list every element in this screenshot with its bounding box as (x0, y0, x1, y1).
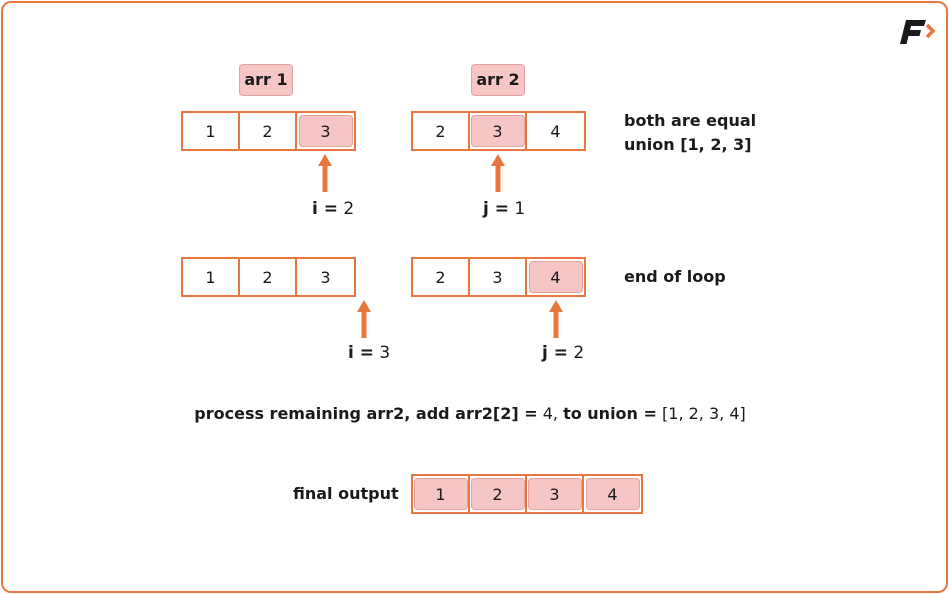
step1-pointer-i: i = 2 (312, 199, 355, 219)
step2-arr1-cell: 2 (240, 259, 297, 295)
up-arrow-icon (549, 300, 563, 338)
step2-note: end of loop (624, 267, 726, 286)
final-output-label: final output (293, 484, 399, 503)
step2-arr2: 2 3 4 (411, 257, 586, 297)
final-output-cell: 4 (584, 476, 641, 512)
step1-arr1-cell: 2 (240, 113, 297, 149)
step1-arr2-cell-highlighted: 3 (470, 113, 527, 149)
step1-arr2: 2 3 4 (411, 111, 586, 151)
step2-pointer-j: j = 2 (542, 343, 585, 363)
step1-pointer-j: j = 1 (483, 199, 526, 219)
step2-arr1-cell: 1 (183, 259, 240, 295)
step1-note-line1: both are equal (624, 111, 757, 130)
brand-logo-icon (900, 20, 936, 44)
final-output-array: 1 2 3 4 (411, 474, 643, 514)
step1-arr2-cell: 2 (413, 113, 470, 149)
step2-arr2-cell-highlighted: 4 (527, 259, 584, 295)
final-output-cell: 1 (413, 476, 470, 512)
step1-note: both are equal union [1, 2, 3] (624, 109, 756, 157)
step1-arr1-cell: 1 (183, 113, 240, 149)
step2-arr1-cell: 3 (320, 267, 331, 287)
arr1-label: arr 1 (239, 64, 293, 96)
step2-arr2-cell: 3 (470, 259, 527, 295)
final-output-cell: 3 (527, 476, 584, 512)
up-arrow-icon (357, 300, 371, 338)
step2-pointer-i: i = 3 (348, 343, 391, 363)
step1-arr1-cell-highlighted: 3 (297, 113, 354, 149)
step1-arr1: 1 2 3 (181, 111, 356, 151)
arr2-label: arr 2 (471, 64, 525, 96)
final-output-cell: 2 (470, 476, 527, 512)
process-remaining-text: process remaining arr2, add arr2[2] = 4,… (194, 404, 746, 423)
up-arrow-icon (491, 154, 505, 192)
step1-arr2-cell: 4 (550, 121, 561, 141)
step2-arr2-cell: 2 (413, 259, 470, 295)
up-arrow-icon (318, 154, 332, 192)
step2-arr1: 1 2 3 (181, 257, 356, 297)
step1-note-line2: union [1, 2, 3] (624, 135, 752, 154)
